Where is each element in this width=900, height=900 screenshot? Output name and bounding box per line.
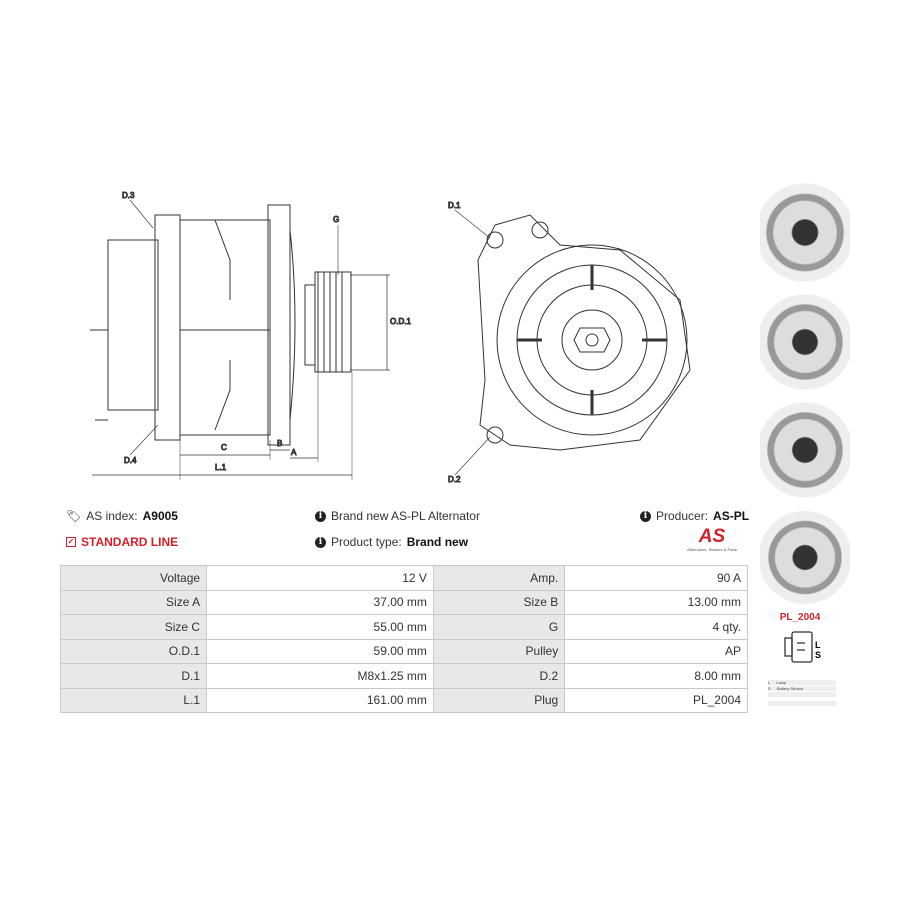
description-text: Brand new AS-PL Alternator [331,509,480,523]
plug-pin-l: L [815,640,821,650]
spec-value: 59.00 mm [206,638,434,664]
info-icon: i [315,536,326,548]
spec-label: Size B [432,589,566,615]
front-view-drawing: D.1 D.2 [448,201,691,485]
producer-label: Producer: [656,509,709,523]
product-photo-side [760,292,850,392]
standard-line-badge: ✓ STANDARD LINE [66,535,178,549]
as-pl-logo: AS Alternators, Starters & Parts [687,526,737,553]
spec-label: D.2 [432,663,566,689]
spec-value: 4 qty. [564,614,748,640]
as-index-value: A9005 [142,509,178,523]
product-photo-front [760,180,850,285]
spec-value: 37.00 mm [206,589,434,615]
spec-value: 8.00 mm [564,663,748,689]
spec-value: M8x1.25 mm [206,663,434,689]
spec-label: Plug [432,687,566,713]
spec-label: O.D.1 [59,638,208,664]
spec-label: Size C [59,614,208,640]
spec-value: 12 V [206,565,434,591]
spec-value: 161.00 mm [206,687,434,713]
product-type: i Product type: Brand new [315,535,468,549]
spec-label: Voltage [59,565,208,591]
side-view-drawing: D.3 D.4 G O.D.1 C B A L.1 [90,191,412,480]
label-d1: D.1 [448,201,461,210]
spec-label: G [432,614,566,640]
spec-label: L.1 [59,687,208,713]
product-type-label: Product type: [331,535,402,549]
label-g: G [333,215,339,224]
info-icon: i [315,510,326,522]
spec-value: PL_2004 [564,687,748,713]
spec-label: Amp. [432,565,566,591]
producer: i Producer: AS-PL [640,509,749,523]
spec-label: D.1 [59,663,208,689]
as-index: 🏷 AS index: A9005 [66,509,178,523]
checkbox-icon: ✓ [66,537,76,547]
tag-icon: 🏷 [66,509,82,523]
spec-value: 55.00 mm [206,614,434,640]
label-c: C [221,443,227,452]
label-l1: L.1 [215,463,227,472]
label-d4: D.4 [124,456,137,465]
spec-value: 90 A [564,565,748,591]
standard-line-label: STANDARD LINE [81,535,179,549]
spec-value: AP [564,638,748,664]
as-index-label: AS index: [86,509,138,523]
plug-name: PL_2004 [779,612,821,623]
spec-label: Size A [59,589,208,615]
product-photo-rear [760,400,850,500]
label-b: B [277,439,282,448]
product-type-value: Brand new [406,535,469,549]
spec-label: Pulley [432,638,566,664]
description: i Brand new AS-PL Alternator [315,509,480,523]
spec-value: 13.00 mm [564,589,748,615]
label-od1: O.D.1 [390,317,411,326]
product-photo-angle [760,510,850,605]
label-d3: D.3 [122,191,135,200]
info-icon: i [640,510,651,522]
plug-diagram-icon [784,631,813,663]
label-a: A [291,448,297,457]
plug-pin-s: S [815,650,822,660]
producer-value: AS-PL [713,509,750,523]
label-d2: D.2 [448,475,461,484]
